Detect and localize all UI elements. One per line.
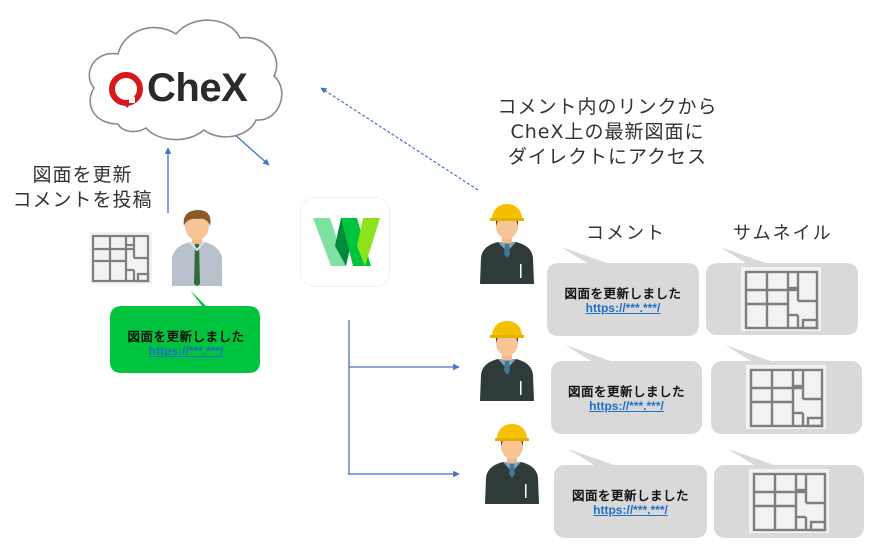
- recipient-thumbnail-bubble[interactable]: [714, 447, 864, 538]
- floor-plan-thumbnail: [749, 469, 829, 533]
- thumbnail-image: [741, 267, 821, 335]
- chex-cloud: CheX: [80, 12, 290, 144]
- floor-plan-thumbnail: [741, 267, 821, 331]
- recipient-avatar: [483, 424, 541, 508]
- construction-worker-avatar: [485, 424, 539, 504]
- access-caption: コメント内のリンクから CheX上の最新図面に ダイレクトにアクセス: [470, 95, 745, 170]
- recipient-avatar: [478, 321, 536, 405]
- column-header-comment: コメント: [586, 223, 666, 244]
- thumbnail-image: [749, 469, 829, 537]
- access-caption-line-3: ダイレクトにアクセス: [507, 146, 708, 168]
- floor-plan-icon: [90, 232, 152, 284]
- arrow-cloud-to-app: [233, 133, 270, 166]
- poster-comment-link[interactable]: https://***.***/: [148, 344, 224, 358]
- recipient-comment-message: 図面を更新しました: [564, 286, 682, 301]
- chex-logo-text: CheX: [147, 66, 248, 110]
- floor-plan-thumbnail: [746, 365, 826, 429]
- w-logo-icon: [313, 218, 380, 266]
- cloud-icon: [88, 19, 283, 141]
- construction-worker-avatar: [480, 321, 534, 401]
- recipient-thumbnail-bubble[interactable]: [706, 245, 858, 335]
- poster-caption-line-1: 図面を更新: [32, 164, 133, 186]
- poster-comment-bubble: 図面を更新しました https://***.***/: [110, 288, 262, 374]
- recipient-comment-link[interactable]: https://***.***/: [593, 503, 668, 517]
- recipient-comment-link[interactable]: https://***.***/: [589, 399, 664, 413]
- recipient-thumbnail-bubble[interactable]: [711, 343, 862, 434]
- office-worker-avatar: [172, 210, 222, 286]
- w-app-icon[interactable]: [300, 197, 390, 287]
- access-caption-line-2: CheX上の最新図面に: [510, 121, 705, 143]
- construction-worker-avatar: [480, 204, 534, 284]
- recipient-comment-message: 図面を更新しました: [571, 488, 689, 503]
- recipient-avatar: [478, 204, 536, 288]
- chex-ring-icon: [109, 72, 143, 108]
- poster-comment-message: 図面を更新しました: [127, 329, 245, 344]
- arrow-dashed-link-access: [320, 87, 479, 191]
- access-caption-line-1: コメント内のリンクから: [497, 96, 718, 118]
- column-header-thumbnail: サムネイル: [733, 223, 833, 244]
- poster-caption: 図面を更新 コメントを投稿: [0, 163, 165, 213]
- recipient-comment-message: 図面を更新しました: [567, 384, 685, 399]
- thumbnail-image: [746, 365, 826, 433]
- recipient-comment-link[interactable]: https://***.***/: [585, 301, 661, 315]
- poster-caption-line-2: コメントを投稿: [12, 189, 153, 211]
